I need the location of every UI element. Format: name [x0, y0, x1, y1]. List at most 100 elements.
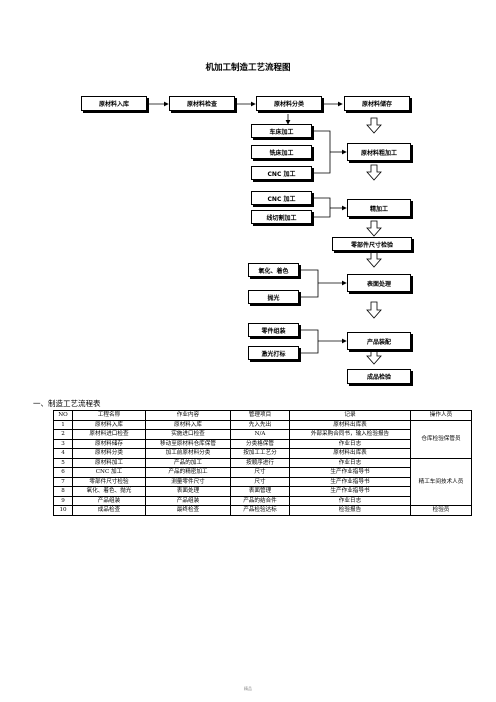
cell-name: 原材料进口检查 — [72, 429, 146, 440]
flow-raw-check: 原材料检查 — [169, 96, 235, 111]
cell-management: 先入先出 — [230, 419, 290, 430]
cell-no: 6 — [53, 467, 73, 478]
header-record: 记录 — [289, 410, 411, 421]
cell-record: 外部采购合同书，输入检验报告 — [289, 429, 411, 440]
cell-content: 移动至原材料仓库保管 — [145, 438, 231, 449]
table-header-row: NO 工程名称 作业内容 管理项目 记录 操作人员 — [53, 410, 472, 421]
bracket-surface — [300, 269, 319, 298]
flow-part-assembly: 零件组装 — [248, 323, 299, 337]
cell-no: 8 — [53, 486, 73, 497]
cell-management: 产品的结合件 — [230, 495, 290, 506]
flow-cnc-1: CNC 加工 — [251, 166, 312, 180]
cell-name: 原材料入库 — [72, 419, 146, 430]
cell-management: N/A — [230, 429, 290, 440]
flow-raw-store: 原材料储存 — [344, 96, 410, 111]
down-arrow-5 — [366, 301, 382, 319]
table-row: 2 原材料进口检查 实施进口检查 N/A 外部采购合同书，输入检验报告 — [53, 429, 472, 440]
table-row: 8 氧化、着色、抛光 表面处理 表面管理 生产作业指导书 — [53, 486, 472, 497]
cell-content: 测量零件尺寸 — [145, 476, 231, 487]
flow-milling: 铣床加工 — [251, 145, 312, 159]
cell-no: 7 — [53, 476, 73, 487]
cell-record: 检验报告 — [289, 505, 411, 516]
cell-name: 原材料分类 — [72, 448, 146, 459]
table-row: 1 原材料入库 原材料入库 先入先出 原材料出库表 仓库检验保管员 — [53, 419, 472, 459]
cell-no: 1 — [53, 419, 73, 430]
bracket-machining — [313, 130, 331, 174]
cell-name: 原材料储存 — [72, 438, 146, 449]
flow-product-assembly: 产品装配 — [347, 332, 411, 350]
cell-content: 最终检查 — [145, 505, 231, 516]
flow-laser: 激光打标 — [248, 346, 299, 360]
flow-finish: 精加工 — [347, 199, 411, 217]
cell-record: 生产作业指导书 — [289, 467, 411, 478]
cell-management: 按加工工艺分 — [230, 448, 290, 459]
flow-cnc-2: CNC 加工 — [251, 191, 312, 205]
cell-no: 2 — [53, 429, 73, 440]
cell-no: 3 — [53, 438, 73, 449]
cell-content: 加工前原材料分类 — [145, 448, 231, 459]
cell-record: 生产作业指导书 — [289, 486, 411, 497]
header-operator: 操作人员 — [410, 410, 472, 421]
cell-management: 按顺序进行 — [230, 457, 290, 468]
table-row: 5 原材料加工 产品的加工 按顺序进行 作业日志 精工车间技术人员 — [53, 457, 472, 506]
cell-content: 实施进口检查 — [145, 429, 231, 440]
header-name: 工程名称 — [72, 410, 146, 421]
cell-operator-workshop: 精工车间技术人员 — [410, 457, 472, 506]
cell-content: 产品的精密加工 — [145, 467, 231, 478]
down-arrow-1 — [366, 117, 382, 134]
cell-record: 原材料出库表 — [289, 419, 411, 430]
flow-raw-in: 原材料入库 — [81, 96, 147, 111]
down-arrow-6 — [366, 348, 382, 365]
cell-operator-warehouse: 仓库检验保管员 — [410, 419, 472, 459]
table-row: 6 CNC 加工 产品的精密加工 尺寸 生产作业指导书 — [53, 467, 472, 478]
table-row: 7 零部件尺寸检验 测量零件尺寸 尺寸 生产作业指导书 — [53, 476, 472, 487]
cell-no: 4 — [53, 448, 73, 459]
flow-rough: 原材料粗加工 — [347, 143, 411, 161]
cell-content: 产品的加工 — [145, 457, 231, 468]
cell-record: 作业日志 — [289, 457, 411, 468]
flow-raw-classify: 原材料分类 — [256, 96, 322, 111]
cell-name: 原材料加工 — [72, 457, 146, 468]
table-row: 3 原材料储存 移动至原材料仓库保管 分类格保管 作业日志 — [53, 438, 472, 449]
flow-final-check: 成品检验 — [347, 369, 411, 384]
cell-management: 分类格保管 — [230, 438, 290, 449]
page-title: 机加工制造工艺流程图 — [205, 63, 291, 73]
cell-content: 产品组装 — [145, 495, 231, 506]
down-arrow-3 — [366, 220, 382, 237]
flow-dim-check: 零部件尺寸检验 — [332, 237, 412, 251]
cell-no: 10 — [53, 505, 73, 516]
cell-record: 原材料出库表 — [289, 448, 411, 459]
table-row: 4 原材料分类 加工前原材料分类 按加工工艺分 原材料出库表 — [53, 448, 472, 459]
section-title: 一、制造工艺流程表 — [33, 399, 101, 408]
cell-name: 零部件尺寸检验 — [72, 476, 146, 487]
cell-record: 作业日志 — [289, 438, 411, 449]
cell-operator-inspector: 检验员 — [410, 505, 472, 516]
flow-connectors — [148, 101, 382, 365]
cell-no: 5 — [53, 457, 73, 468]
cell-record: 生产作业指导书 — [289, 476, 411, 487]
table-row: 10 成品检查 最终检查 产品检验达标 检验报告 检验员 — [53, 505, 472, 516]
cell-content: 原材料入库 — [145, 419, 231, 430]
cell-record: 作业日志 — [289, 495, 411, 506]
bracket-finish — [313, 197, 331, 218]
process-table: NO 工程名称 作业内容 管理项目 记录 操作人员 1 原材料入库 原材料入库 … — [53, 410, 472, 516]
header-no: NO — [53, 410, 73, 421]
flow-wire-cut: 线切割加工 — [251, 210, 312, 224]
header-management: 管理项目 — [230, 410, 290, 421]
cell-management: 产品检验达标 — [230, 505, 290, 516]
flow-polish: 抛光 — [248, 290, 299, 304]
cell-management: 表面管理 — [230, 486, 290, 497]
cell-name: CNC 加工 — [72, 467, 146, 478]
cell-management: 尺寸 — [230, 476, 290, 487]
page-footer: 精品 — [244, 686, 252, 691]
table-row: 9 产品组装 产品组装 产品的结合件 作业日志 — [53, 495, 472, 506]
header-content: 作业内容 — [145, 410, 231, 421]
down-arrow-2 — [366, 164, 382, 181]
flow-oxidize: 氧化、着色 — [248, 263, 299, 277]
cell-name: 氧化、着色、抛光 — [72, 486, 146, 497]
cell-no: 9 — [53, 495, 73, 506]
cell-name: 产品组装 — [72, 495, 146, 506]
flow-lathe: 车床加工 — [251, 124, 312, 138]
bracket-assembly — [300, 329, 319, 354]
cell-management: 尺寸 — [230, 467, 290, 478]
